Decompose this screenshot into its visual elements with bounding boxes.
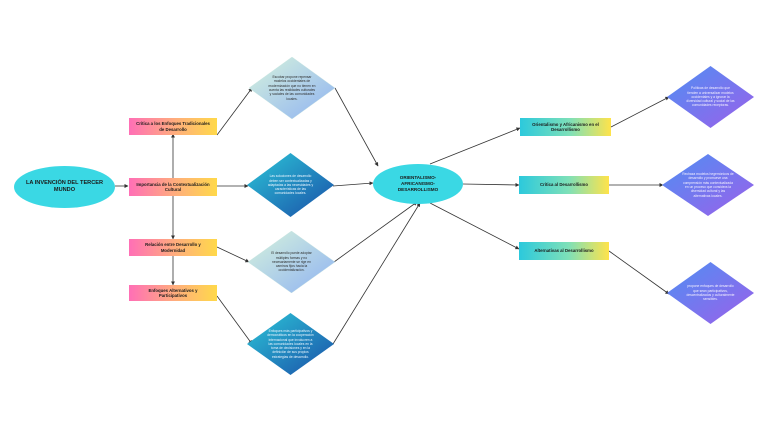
edge-rtopic3-rnote3 — [608, 250, 670, 295]
edge-note1-center — [334, 87, 379, 167]
edge-note3-center — [333, 201, 418, 263]
diamond-shape — [248, 231, 335, 293]
edge-center-rtopic3 — [429, 202, 520, 250]
diamond-shape — [247, 313, 334, 375]
edge-topic1-note1 — [216, 87, 253, 136]
edge-topic3-note3 — [216, 246, 250, 263]
note-diamond-7[interactable]: propone enfoques de desarrollo que sean … — [667, 262, 754, 324]
note-diamond-5[interactable]: Políticas de desarrollo que tienden a un… — [667, 66, 754, 128]
edge-note2-center — [332, 181, 374, 187]
note-text: Rechaza modelos hegemónicos de desarroll… — [682, 172, 734, 198]
diamond-shape — [667, 66, 754, 128]
note-text: El desarrollo puede adoptar múltiples fo… — [271, 251, 312, 273]
note-text: propone enfoques de desarrollo que sean … — [686, 284, 735, 302]
note-text: Escobar propone repensar modelos occiden… — [268, 75, 316, 101]
note-diamond-6[interactable]: Rechaza modelos hegemónicos de desarroll… — [662, 154, 754, 216]
note-diamond-1[interactable]: Escobar propone repensar modelos occiden… — [249, 57, 335, 119]
note-text: Las soluciones de desarrollo deben ser c… — [267, 174, 314, 196]
topic-critica-enfoques[interactable]: Crítica a los Enfoques Tradicionales de … — [129, 118, 217, 135]
edge-note4-center — [332, 202, 421, 345]
diamond-shape — [667, 262, 754, 324]
note-diamond-4[interactable]: Enfoques más participativos y democrátic… — [247, 313, 334, 375]
diamond-shape — [249, 57, 335, 119]
topic-enfoques-alternativos[interactable]: Enfoques Alternativos y Participativos — [129, 285, 217, 301]
note-text: Enfoques más participativos y democrátic… — [267, 329, 314, 359]
topic-contextualizacion-cultural[interactable]: Importancia de la Contextualización Cult… — [129, 178, 217, 196]
topic-critica-desarrollismo[interactable]: Crítica al Desarrollismo — [519, 176, 609, 194]
diamond-shape — [247, 153, 334, 217]
topic-desarrollo-modernidad[interactable]: Relación entre Desarrollo y Modernidad — [129, 239, 217, 256]
edge-rtopic1-rnote1 — [610, 96, 670, 128]
edge-center-rtopic1 — [429, 127, 521, 165]
note-text: Políticas de desarrollo que tienden a un… — [686, 86, 735, 108]
diamond-shape — [662, 154, 754, 216]
topic-orientalismo-africanismo[interactable]: Orientalismo y Africanismo en el Desarro… — [520, 118, 611, 136]
edge-center-rtopic2 — [462, 182, 520, 187]
note-diamond-2[interactable]: Las soluciones de desarrollo deben ser c… — [247, 153, 334, 217]
edge-topic4-note4 — [216, 295, 253, 345]
title-node[interactable]: LA INVENCIÓN DEL TERCER MUNDO — [14, 166, 115, 208]
topic-alternativas-desarrollismo[interactable]: Alternativas al Desarrollismo — [519, 242, 609, 260]
center-node[interactable]: ORIENTALISMO-AFRICANISMO-DESARROLLISMO — [373, 164, 463, 204]
note-diamond-3[interactable]: El desarrollo puede adoptar múltiples fo… — [248, 231, 335, 293]
